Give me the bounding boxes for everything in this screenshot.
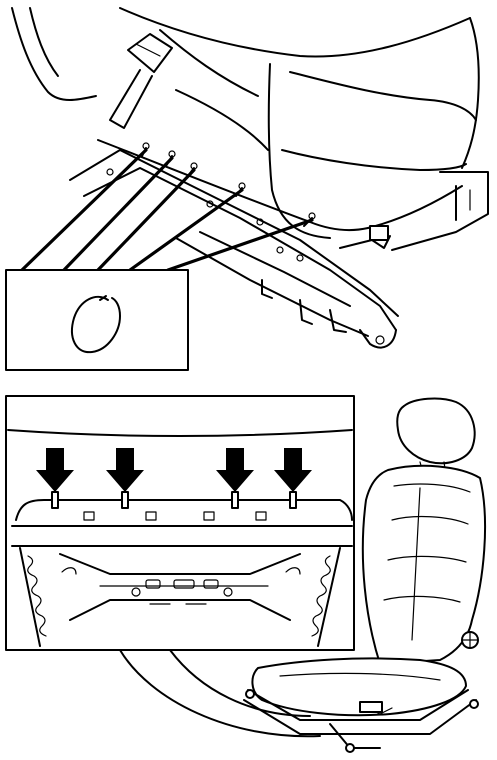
seat-overview-inset [119,397,487,753]
panel-clip-tabs [51,491,297,521]
callout-leaders [20,148,314,272]
bottom-view-panel [5,395,355,651]
top-view-seat-underside [11,7,489,349]
spring-base [19,547,341,647]
retaining-ring-clip-icon [71,295,121,354]
down-arrow-icon [106,448,144,492]
down-arrow-icon [36,448,74,492]
down-arrow-icon [216,448,254,492]
down-arrow-icon [274,448,312,492]
clip-detail-box [5,269,189,371]
press-arrows [36,448,312,492]
